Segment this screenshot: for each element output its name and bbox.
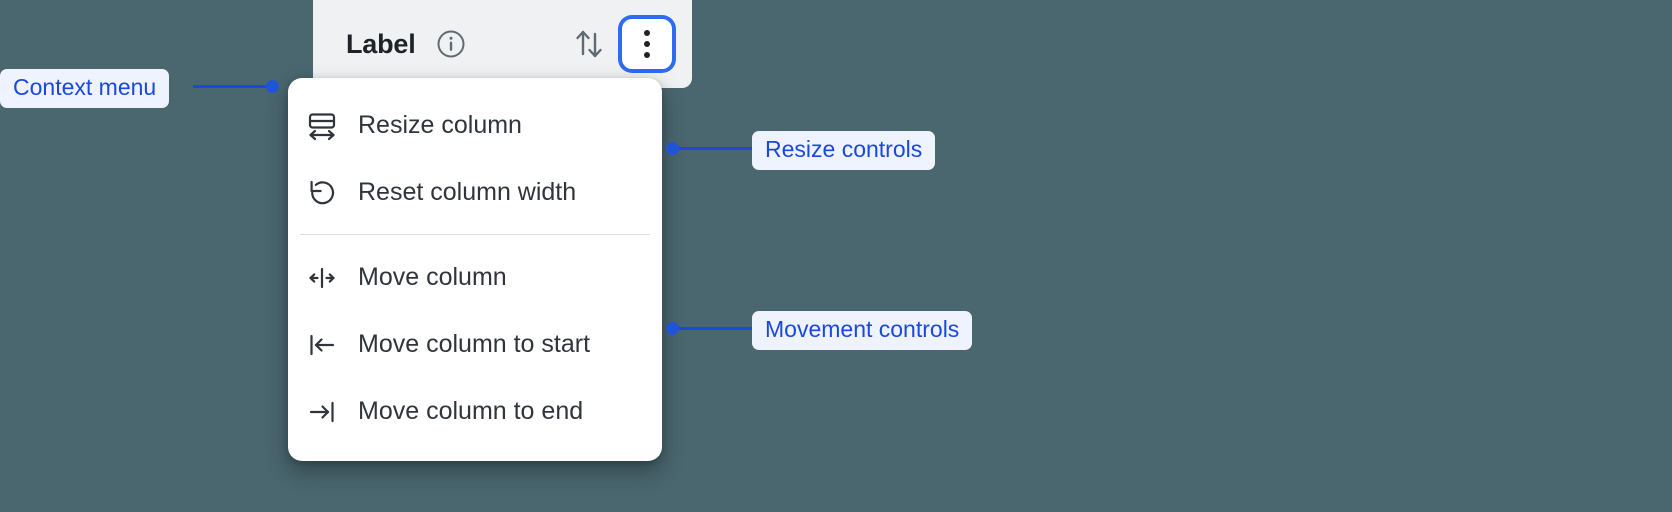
column-context-menu: Resize column Reset column width	[288, 78, 662, 461]
menu-item-label: Resize column	[358, 111, 522, 139]
menu-item-move-column[interactable]: Move column	[288, 244, 662, 311]
menu-item-move-column-to-start[interactable]: Move column to start	[288, 311, 662, 378]
annotation-leader-line-resize-controls	[672, 147, 757, 150]
column-options-button[interactable]	[622, 19, 672, 69]
move-to-end-icon	[306, 396, 338, 428]
menu-item-label: Reset column width	[358, 178, 577, 206]
annotation-context-menu: Context menu	[0, 69, 170, 108]
menu-divider	[300, 234, 650, 235]
menu-item-move-column-to-end[interactable]: Move column to end	[288, 378, 662, 445]
menu-item-label: Move column to end	[358, 397, 584, 425]
move-column-icon	[306, 262, 338, 294]
annotation-leader-dot-context-menu	[266, 80, 279, 93]
annotation-leader-line-context-menu	[193, 85, 273, 88]
column-header-content: Label	[313, 0, 692, 88]
resize-column-icon	[306, 110, 338, 142]
annotation-movement-controls: Movement controls	[752, 311, 973, 350]
page-title: Label	[346, 28, 416, 59]
column-header-panel: Label	[313, 0, 692, 88]
menu-item-label: Move column	[358, 263, 507, 291]
menu-item-reset-column-width[interactable]: Reset column width	[288, 159, 662, 226]
menu-item-resize-column[interactable]: Resize column	[288, 92, 662, 159]
move-to-start-icon	[306, 329, 338, 361]
kebab-dot-1	[644, 30, 650, 36]
reset-width-icon	[306, 177, 338, 209]
annotation-leader-dot-resize-controls	[666, 142, 679, 155]
info-circle-icon[interactable]	[436, 29, 466, 59]
menu-item-label: Move column to start	[358, 330, 591, 358]
sort-arrows-icon[interactable]	[572, 25, 606, 63]
kebab-dot-2	[644, 41, 650, 47]
annotation-leader-dot-movement-controls	[666, 322, 679, 335]
annotation-resize-controls: Resize controls	[752, 131, 936, 170]
kebab-dot-3	[644, 52, 650, 58]
annotation-leader-line-movement-controls	[672, 327, 757, 330]
